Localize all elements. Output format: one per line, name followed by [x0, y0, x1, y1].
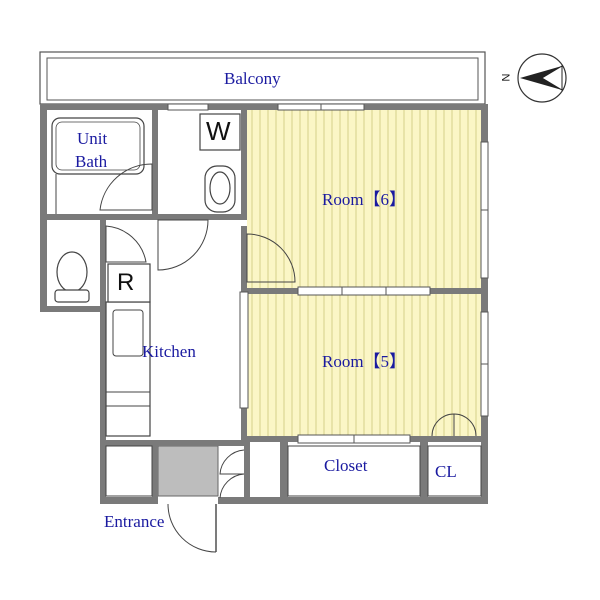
- washroom-toilet: [204, 165, 236, 213]
- genkan-floor: [157, 445, 219, 497]
- top-windows: [167, 103, 365, 111]
- fridge-box: [107, 263, 151, 303]
- room6-floor: [247, 110, 481, 288]
- unit-bath-label-line2: Bath: [75, 152, 108, 171]
- closet-label: Closet: [324, 456, 368, 475]
- entrance-door-swing: [167, 503, 217, 553]
- north-label: N: [500, 73, 513, 82]
- balcony-inner: [46, 57, 479, 101]
- kitchen-sink: [112, 309, 144, 357]
- shoebox-door: [219, 449, 245, 475]
- room6-door-swing: [246, 233, 296, 283]
- washer-label: W: [206, 116, 231, 146]
- balcony-label: Balcony: [224, 69, 281, 88]
- toilet: [54, 251, 90, 303]
- unit-bath-label-line1: Unit: [77, 129, 108, 148]
- room-sliding-doors: [239, 286, 431, 444]
- cl-label: CL: [435, 462, 457, 481]
- washroom-door-swing: [157, 219, 209, 271]
- right-windows: [480, 141, 489, 417]
- room5-floor: [247, 294, 481, 436]
- compass-icon: [517, 53, 567, 103]
- room6-label: Room【6】: [322, 190, 407, 209]
- washer-box: [199, 113, 241, 151]
- bathtub: [51, 117, 145, 175]
- bath-door-swing: [99, 163, 153, 211]
- bathtub-inner: [55, 121, 141, 171]
- fridge-label: R: [117, 269, 135, 296]
- toilet-door-swing: [105, 225, 147, 263]
- room5-label: Room【5】: [322, 352, 407, 371]
- entrance-label: Entrance: [104, 512, 165, 531]
- kitchen-label: Kitchen: [142, 342, 196, 361]
- cl-closet: [427, 445, 482, 497]
- closet: [287, 445, 421, 497]
